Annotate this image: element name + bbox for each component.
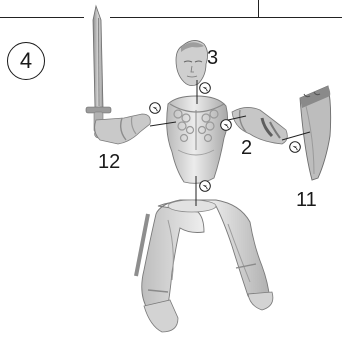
torso-part bbox=[167, 96, 228, 183]
glue-drop-icon bbox=[221, 120, 232, 131]
part-label-head: 3 bbox=[207, 48, 218, 68]
sword-part bbox=[86, 6, 111, 138]
part-label-right-arm: 2 bbox=[241, 138, 252, 158]
part-label-shield: 11 bbox=[296, 190, 317, 210]
glue-drop-icon bbox=[200, 181, 211, 192]
shield-part bbox=[300, 86, 331, 180]
part-label-left-arm: 12 bbox=[98, 152, 120, 172]
header-rules bbox=[0, 0, 342, 18]
glue-drop-icon bbox=[150, 103, 161, 114]
glue-drop-icon bbox=[200, 83, 211, 94]
head-part bbox=[176, 40, 208, 85]
legs-part bbox=[136, 200, 273, 332]
glue-drop-icon bbox=[290, 142, 301, 153]
step-number-badge: 4 bbox=[7, 42, 45, 80]
step-number: 4 bbox=[20, 48, 32, 74]
